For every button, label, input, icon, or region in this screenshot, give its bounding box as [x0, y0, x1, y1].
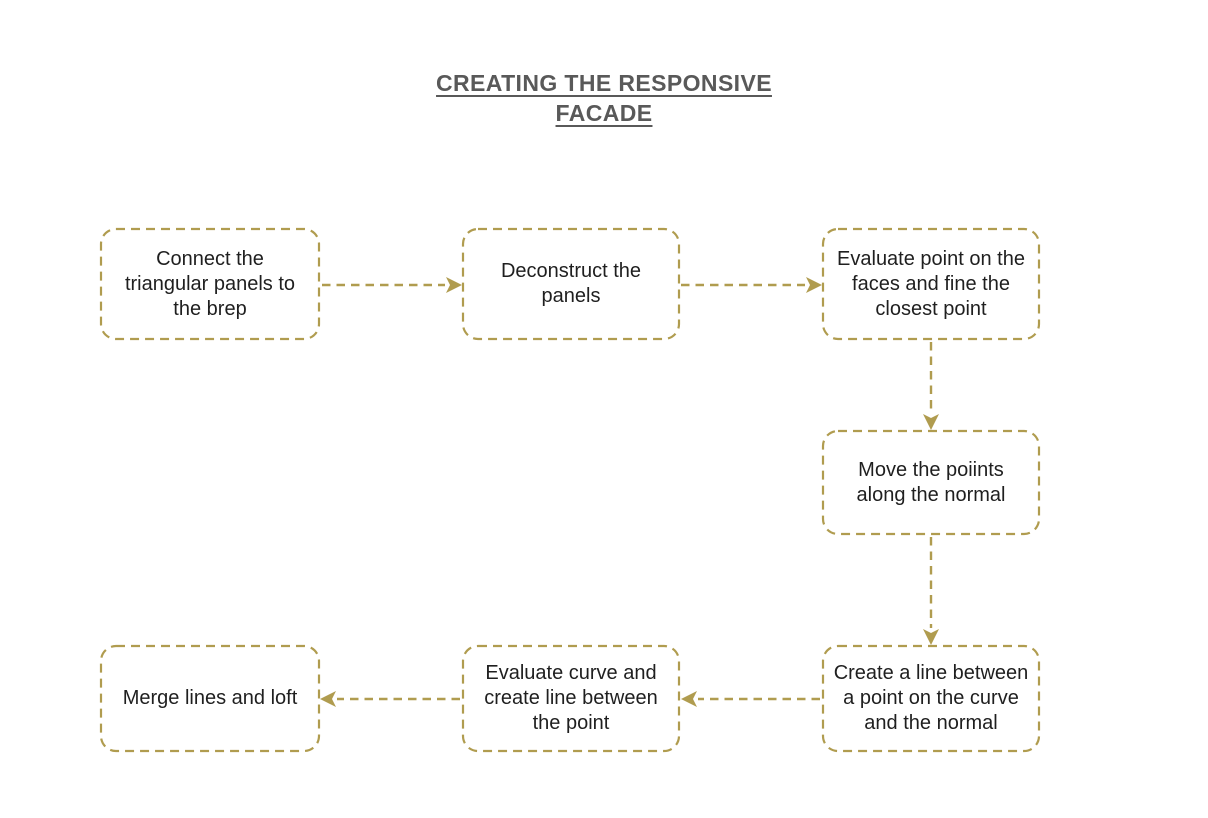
node-create-line-border: [821, 644, 1041, 753]
node-move-points: Move the poiints along the normal: [856, 458, 1006, 506]
node-evaluate-point-border: [821, 227, 1041, 341]
node-connect-panels-border: [99, 227, 321, 341]
connector-6-left-arrow: [320, 691, 460, 707]
connector-3-arrowhead-icon: [923, 414, 939, 430]
node-create-line: Create a line between a point on the cur…: [833, 662, 1029, 734]
connector-1-arrowhead-icon: [446, 277, 462, 293]
connector-4-arrowhead-icon: [923, 629, 939, 645]
connector-3-down-arrow: [923, 342, 939, 430]
page-title: CREATING THE RESPONSIVE FACADE: [0, 68, 1208, 128]
title-line-2: FACADE: [555, 100, 653, 126]
node-deconstruct-panels: Deconstruct the panels: [500, 260, 642, 307]
node-deconstruct-panels-border: [461, 227, 681, 341]
connector-1-right-arrow: [322, 277, 462, 293]
node-move-points-border: [821, 429, 1041, 536]
connector-2-right-arrow: [681, 277, 822, 293]
connector-5-arrowhead-icon: [681, 691, 697, 707]
node-merge-loft: Merge lines and loft: [122, 687, 298, 709]
title-line-1: CREATING THE RESPONSIVE: [436, 70, 772, 96]
node-connect-panels: Connect the triangular panels to the bre…: [124, 247, 296, 320]
connector-6-arrowhead-icon: [320, 691, 336, 707]
node-evaluate-point: Evaluate point on the faces and fine the…: [837, 247, 1025, 320]
connector-5-left-arrow: [681, 691, 820, 707]
connector-2-arrowhead-icon: [806, 277, 822, 293]
node-evaluate-curve: Evaluate curve and create line between t…: [484, 662, 658, 734]
connector-4-down-arrow: [923, 537, 939, 645]
node-merge-loft-border: [99, 644, 321, 753]
node-evaluate-curve-border: [461, 644, 681, 753]
